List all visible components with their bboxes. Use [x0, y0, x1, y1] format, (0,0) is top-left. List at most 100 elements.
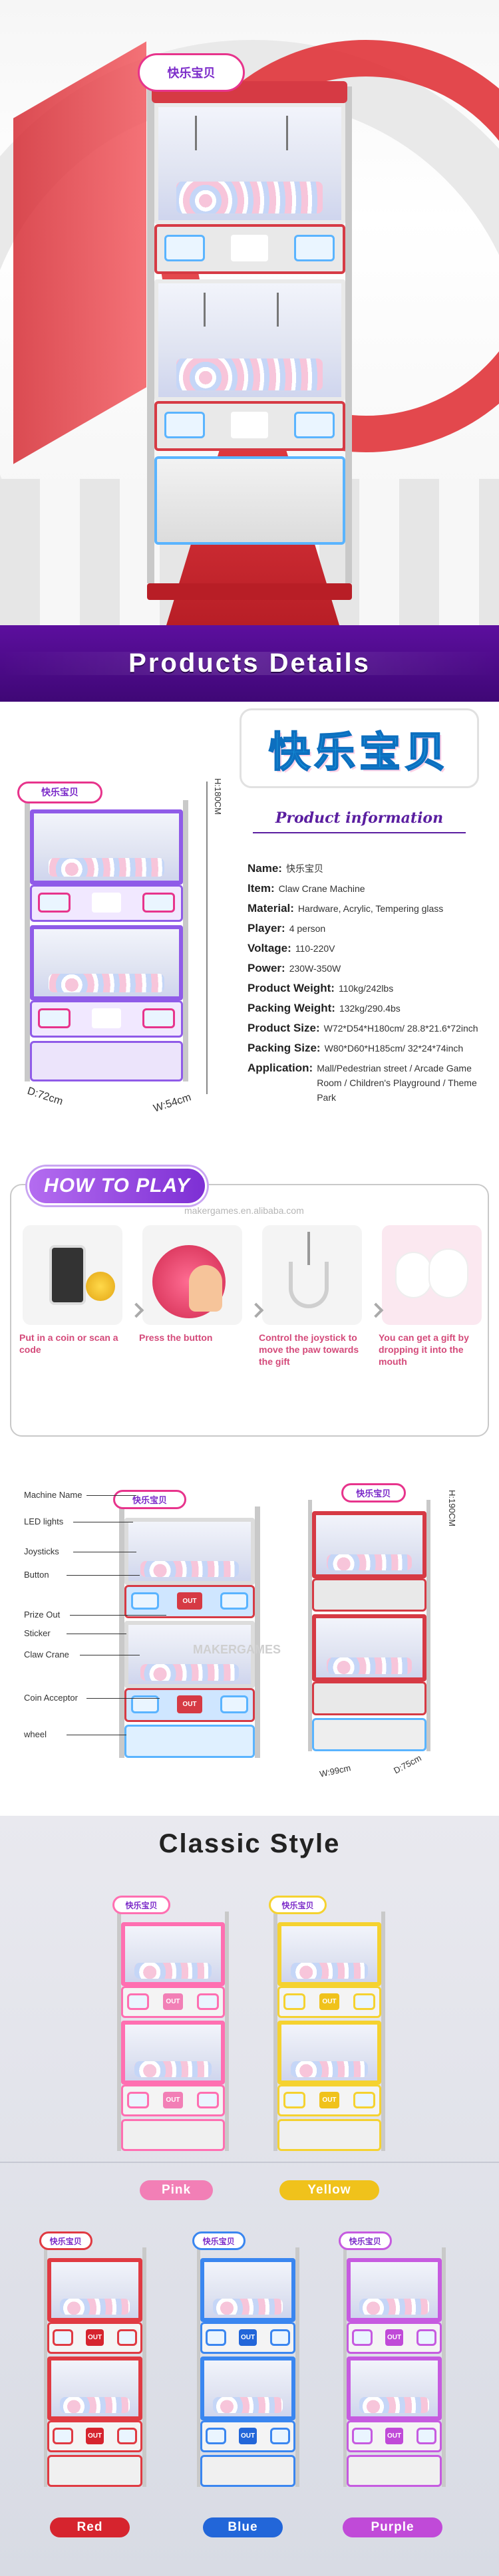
machine-base-cabinet	[124, 1724, 255, 1759]
machine-pole	[182, 800, 189, 1082]
prize-out-label: OUT	[319, 2091, 339, 2108]
coin-slot	[231, 411, 268, 438]
spec-row: Voltage:110-220V	[248, 941, 487, 956]
upper-cabinet	[121, 1922, 225, 1986]
lower-cabinet	[124, 1621, 255, 1689]
color-label-blue: Blue	[203, 2517, 283, 2537]
prize-out-label: OUT	[85, 2427, 104, 2444]
product-info-section: 快乐宝贝 H:180CM D:72cm W:54cm 快乐宝贝 Product …	[0, 702, 499, 1167]
machine-logo: 快乐宝贝	[112, 1896, 171, 1914]
spec-value: Mall/Pedestrian street / Arcade Game Roo…	[317, 1063, 477, 1103]
upper-control-panel	[30, 885, 183, 923]
upper-control-panel: OUT	[47, 2322, 143, 2354]
lower-control-panel: OUT	[200, 2420, 296, 2452]
spec-label: Material:	[248, 902, 294, 915]
spec-value: 132kg/290.4bs	[339, 1003, 401, 1014]
upper-control-panel: OUT	[121, 1986, 225, 2018]
machine-variant-yellow: 快乐宝贝 OUT OUT	[266, 1896, 393, 2162]
parts-diagram-section: 快乐宝贝 OUT OUT MAKERGAMES Machine Name LED…	[0, 1463, 499, 1809]
height-dimension-line	[206, 782, 208, 1094]
upper-control-panel	[154, 224, 345, 274]
spec-label: Product Size:	[248, 1022, 320, 1034]
spec-value: 230W-350W	[289, 963, 341, 974]
machine-base	[147, 583, 352, 600]
spec-value: 4 person	[289, 923, 326, 934]
watermark-text: makergames.en.alibaba.com	[184, 1205, 304, 1216]
upper-cabinet	[200, 2258, 296, 2322]
machine-pole	[345, 86, 352, 583]
upper-cabinet	[47, 2258, 143, 2322]
lower-cabinet	[154, 279, 345, 401]
machine-base-cabinet	[154, 456, 345, 545]
claw-icon	[204, 292, 222, 327]
machine-base-cabinet	[311, 1717, 427, 1752]
product-machine-image: 快乐宝贝	[13, 782, 200, 1094]
how-to-play-section: HOW TO PLAY makergames.en.alibaba.com Pu…	[10, 1167, 489, 1437]
spec-row: Application: Mall/Pedestrian street / Arc…	[248, 1061, 487, 1105]
lower-control-panel: OUT	[124, 1688, 255, 1722]
lower-control-panel: OUT	[121, 2084, 225, 2116]
spec-value: W72*D54*H180cm/ 28.8*21.6*72inch	[323, 1023, 478, 1034]
spec-label: Packing Weight:	[248, 1002, 335, 1014]
color-label-purple: Purple	[343, 2517, 442, 2537]
spec-label: Player:	[248, 922, 285, 934]
upper-control-panel: OUT	[346, 2322, 442, 2354]
lower-control-panel: OUT	[277, 2084, 381, 2116]
speaker-icon	[164, 235, 206, 262]
part-label: Prize Out	[24, 1610, 61, 1620]
part-label: Machine Name	[24, 1490, 83, 1500]
prize-out-label: OUT	[85, 2329, 104, 2346]
step-caption: You can get a gift by dropping it into t…	[379, 1332, 469, 1367]
how-to-play-badge: HOW TO PLAY	[27, 1167, 207, 1205]
prize-out-label: OUT	[319, 1993, 339, 2010]
machine-pole	[147, 86, 154, 583]
machine-variant-red: 快乐宝贝 OUT OUT	[37, 2231, 153, 2498]
leader-line	[86, 1698, 160, 1699]
upper-cabinet	[154, 102, 345, 225]
watermark-text: MAKERGAMES	[193, 1643, 281, 1656]
lower-cabinet	[200, 2357, 296, 2420]
parts-machine-angle: 快乐宝贝	[299, 1483, 439, 1763]
step-caption: Press the button	[139, 1332, 213, 1343]
coin-icon	[23, 1225, 122, 1325]
speaker-icon	[142, 893, 175, 913]
spec-row: Packing Size:W80*D60*H185cm/ 32*24*74inc…	[248, 1041, 487, 1056]
how-to-play-title: HOW TO PLAY	[44, 1175, 190, 1197]
lower-cabinet	[277, 2021, 381, 2084]
spec-row: Packing Weight: 132kg/290.4bs	[248, 1001, 487, 1016]
lower-control-panel	[30, 1000, 183, 1038]
button-press-icon	[142, 1225, 242, 1325]
title-underline	[253, 832, 466, 833]
step-3: Control the joystick to move the paw tow…	[259, 1225, 365, 1425]
spec-value: 110-220V	[295, 943, 335, 954]
part-label: wheel	[24, 1729, 47, 1739]
step-caption: Put in a coin or scan a code	[19, 1332, 118, 1355]
coin-slot	[91, 893, 122, 913]
width-dimension-label: W:99cm	[318, 1763, 352, 1779]
machine-base-cabinet	[200, 2455, 296, 2487]
spec-label: Application:	[248, 1062, 313, 1074]
claw-icon	[194, 116, 214, 150]
part-label: Sticker	[24, 1628, 51, 1638]
classic-style-title: Classic Style	[158, 1829, 341, 1858]
spec-row: Material:Hardware, Acrylic, Tempering gl…	[248, 901, 487, 916]
machine-logo: 快乐宝贝	[341, 1483, 406, 1503]
machine-logo: 快乐宝贝	[39, 2231, 92, 2250]
color-label-red: Red	[50, 2517, 130, 2537]
banner-title: Products Details	[128, 648, 371, 678]
plush-gift-icon	[382, 1225, 482, 1325]
machine-logo: 快乐宝贝	[192, 2231, 246, 2250]
upper-cabinet	[124, 1518, 255, 1585]
color-label-pink: Pink	[140, 2180, 213, 2200]
machine-variant-blue: 快乐宝贝 OUT OUT	[190, 2231, 306, 2498]
upper-cabinet	[346, 2258, 442, 2322]
spec-label: Product Weight:	[248, 982, 335, 994]
upper-control-panel: OUT	[277, 1986, 381, 2018]
spec-row: Power:230W-350W	[248, 961, 487, 976]
lower-cabinet	[47, 2357, 143, 2420]
claw-icon	[262, 1225, 362, 1325]
part-label: Joysticks	[24, 1546, 59, 1556]
spec-row: Name:快乐宝贝	[248, 861, 487, 876]
products-details-banner: Products Details	[0, 625, 499, 702]
speaker-icon	[38, 893, 71, 913]
